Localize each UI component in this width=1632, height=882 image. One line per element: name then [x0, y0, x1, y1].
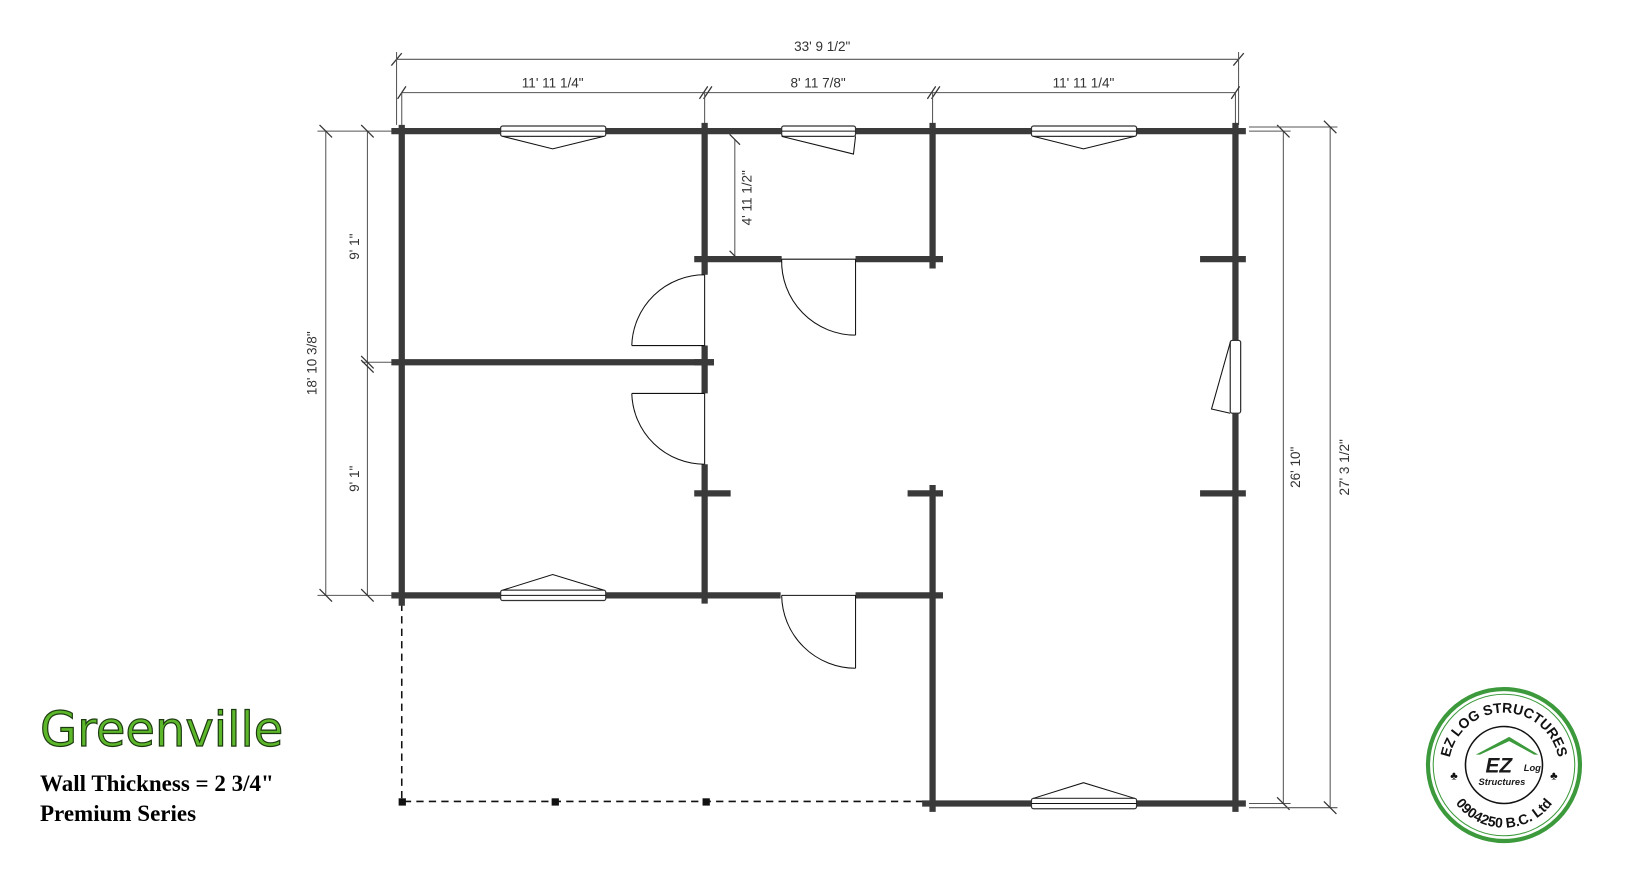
- window: [1030, 125, 1138, 150]
- dim-left-total: 18' 10 3/8": [304, 331, 319, 395]
- dimension-labels: 33' 9 1/2" 11' 11 1/4" 8' 11 7/8" 11' 11…: [304, 39, 1351, 495]
- dim-width-left: 11' 11 1/4": [522, 75, 584, 90]
- window: [500, 573, 607, 602]
- svg-text:Structures: Structures: [1478, 777, 1525, 787]
- dim-right-outer: 27' 3 1/2": [1337, 439, 1352, 495]
- svg-text:♣: ♣: [1550, 771, 1558, 783]
- dim-left-lower: 9' 1": [347, 465, 362, 491]
- windows: [500, 125, 1242, 810]
- walls: [391, 122, 1246, 812]
- dim-overall-width: 33' 9 1/2": [794, 39, 850, 54]
- dim-right-inner: 26' 10": [1288, 447, 1303, 488]
- series-label: Premium Series: [40, 801, 197, 826]
- porch-outline: [398, 603, 927, 806]
- window: [500, 125, 607, 150]
- dim-left-upper: 9' 1": [347, 233, 362, 259]
- svg-text:Log: Log: [1524, 763, 1541, 773]
- dimension-lines: [317, 52, 1338, 815]
- dim-width-right: 11' 11 1/4": [1053, 75, 1115, 90]
- wall-thickness-label: Wall Thickness = 2 3/4": [40, 771, 274, 796]
- window: [1030, 782, 1138, 810]
- window: [1210, 339, 1242, 414]
- svg-text:EZ: EZ: [1485, 754, 1513, 777]
- plan-name: Greenville: [39, 702, 284, 758]
- dim-width-middle: 8' 11 7/8": [790, 75, 845, 90]
- window: [781, 125, 857, 155]
- doors: [631, 258, 857, 669]
- svg-text:♣: ♣: [1450, 771, 1458, 783]
- dim-closet-depth: 4' 11 1/2": [739, 170, 754, 225]
- company-logo-seal: EZ LOG STRUCTURES 0904250 B.C. Ltd EZ Lo…: [1425, 686, 1583, 844]
